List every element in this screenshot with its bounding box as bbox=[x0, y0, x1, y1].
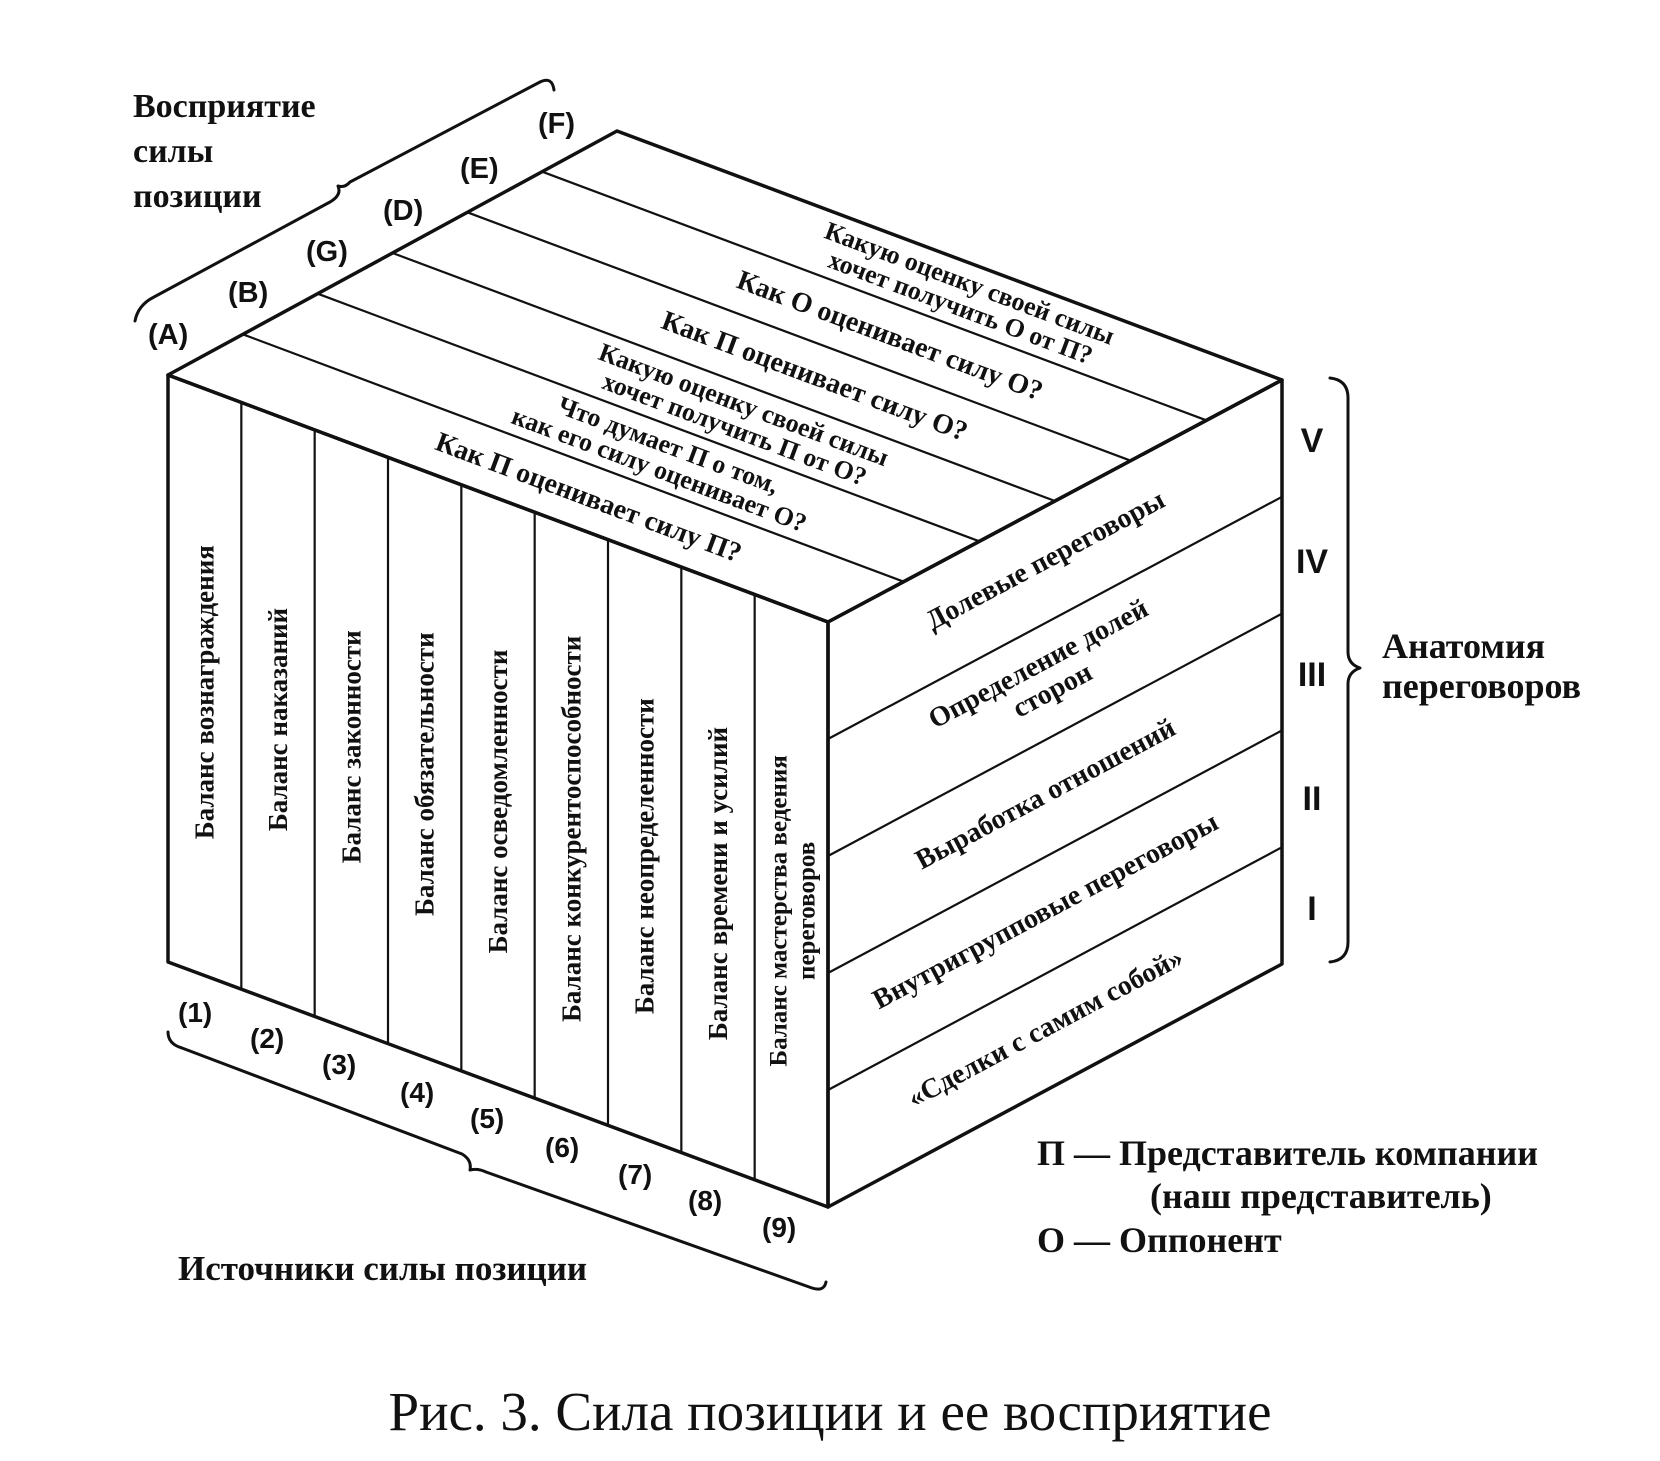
column-number-9: (9) bbox=[762, 1212, 796, 1243]
top-divider-1 bbox=[242, 333, 905, 583]
roman-ii: II bbox=[1303, 780, 1322, 818]
legend: П — Представитель компании (наш представ… bbox=[1037, 1133, 1538, 1260]
legend-p-line-2: (наш представитель) bbox=[1150, 1176, 1492, 1216]
top-face-dividers bbox=[242, 170, 1207, 583]
column-number-3: (3) bbox=[322, 1049, 356, 1080]
column-label-8: Баланс времени и усилий bbox=[703, 727, 733, 1040]
perception-label-line-2: силы bbox=[133, 133, 213, 170]
cube-outline bbox=[166, 129, 1284, 1209]
column-number-7: (7) bbox=[618, 1159, 652, 1190]
letter-f: (F) bbox=[538, 108, 575, 140]
figure-caption: Рис. 3. Сила позиции и ее восприятие bbox=[389, 1381, 1272, 1442]
legend-o-line: О — Оппонент bbox=[1037, 1220, 1282, 1260]
side-face-dividers bbox=[827, 495, 1283, 1091]
top-divider-5 bbox=[541, 170, 1207, 422]
side-row-labels: Долевые переговоры Определение долейстор… bbox=[868, 484, 1224, 1114]
column-number-4: (4) bbox=[400, 1077, 434, 1108]
side-divider-4 bbox=[827, 846, 1283, 1091]
roman-i: I bbox=[1307, 890, 1316, 928]
side-divider-3 bbox=[827, 729, 1283, 974]
column-number-5: (5) bbox=[470, 1103, 504, 1134]
row-label-ii: Внутригрупповые переговоры bbox=[868, 806, 1224, 1015]
column-label-9: Баланс мастерства веденияпереговоров bbox=[765, 755, 820, 1066]
roman-v: V bbox=[1301, 422, 1324, 460]
roman-iv: IV bbox=[1296, 543, 1328, 581]
top-divider-4 bbox=[466, 211, 1132, 462]
letter-b: (B) bbox=[228, 277, 268, 309]
front-column-dividers bbox=[240, 402, 756, 1180]
top-divider-2 bbox=[317, 292, 980, 543]
column-number-markers: (1) (2) (3) (4) (5) (6) (7) (8) (9) bbox=[178, 997, 796, 1243]
side-divider-2 bbox=[827, 612, 1283, 857]
anatomy-label-line-1: Анатомия bbox=[1382, 626, 1545, 666]
column-label-6: Баланс конкурентоспособности bbox=[556, 636, 586, 1022]
perception-group: Восприятие силы позиции bbox=[133, 78, 556, 323]
column-number-1: (1) bbox=[178, 997, 212, 1028]
anatomy-label-line-2: переговоров bbox=[1382, 666, 1581, 706]
perception-label-line-3: позиции bbox=[133, 178, 262, 215]
front-column-labels: Баланс вознаграждения Баланс наказаний Б… bbox=[190, 545, 821, 1066]
top-letter-markers: (A) (B) (G) (D) (E) (F) bbox=[148, 108, 575, 351]
anatomy-brace bbox=[1328, 376, 1362, 964]
column-label-1: Баланс вознаграждения bbox=[190, 545, 220, 839]
perception-brace bbox=[133, 78, 556, 323]
column-number-2: (2) bbox=[250, 1023, 284, 1054]
letter-e: (E) bbox=[460, 153, 499, 185]
column-label-7: Баланс неопределенности bbox=[630, 698, 660, 1014]
column-label-5: Баланс осведомленности bbox=[483, 650, 513, 954]
sources-label: Источники силы позиции bbox=[178, 1249, 587, 1288]
letter-a: (A) bbox=[148, 319, 188, 351]
perception-label-line-1: Восприятие bbox=[133, 88, 316, 125]
roman-numerals: V IV III II I bbox=[1296, 422, 1328, 928]
letter-d: (D) bbox=[383, 195, 423, 227]
roman-iii: III bbox=[1298, 656, 1326, 694]
top-divider-3 bbox=[392, 251, 1056, 503]
side-divider-1 bbox=[827, 495, 1283, 740]
sources-brace bbox=[166, 1030, 828, 1291]
column-label-4: Баланс обязательности bbox=[410, 632, 440, 916]
column-label-2: Баланс наказаний bbox=[263, 608, 293, 831]
column-number-6: (6) bbox=[545, 1132, 579, 1163]
letter-g: (G) bbox=[306, 236, 348, 268]
column-number-8: (8) bbox=[688, 1185, 722, 1216]
legend-p-line-1: П — Представитель компании bbox=[1037, 1133, 1538, 1173]
column-label-3: Баланс законности bbox=[336, 630, 366, 863]
